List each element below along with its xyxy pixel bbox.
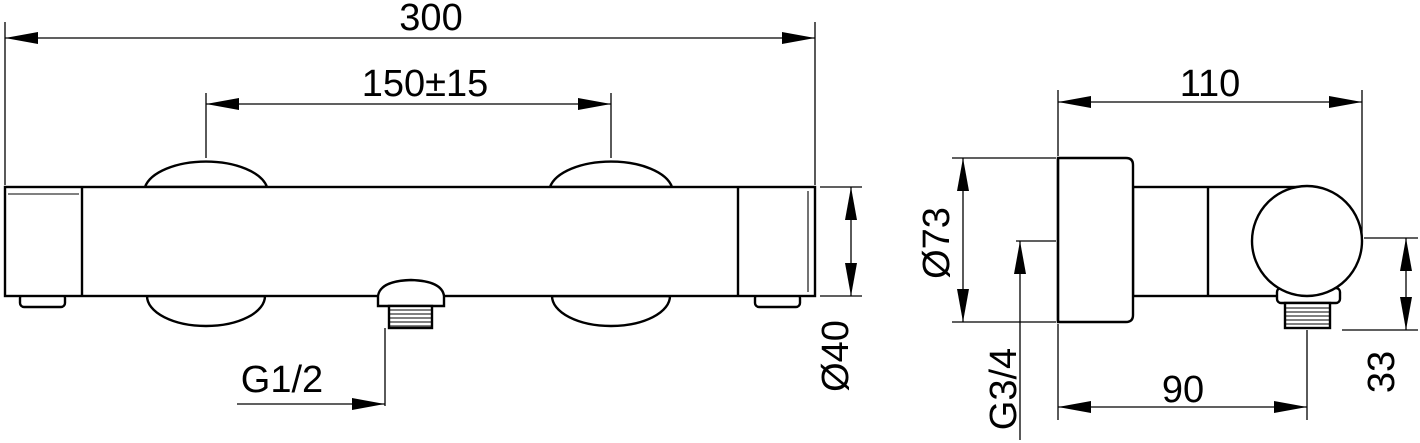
dim-outlet-height: 33 <box>1342 237 1418 393</box>
dim-overall-length: 300 <box>4 0 816 185</box>
side-wall-disc <box>1056 156 1135 324</box>
label-side-outlet-thread: G3/4 <box>983 348 1025 430</box>
dim-outlet-offset: 90 <box>1057 324 1308 420</box>
outlet-thread <box>387 304 434 330</box>
leader-outlet-thread: G1/2 <box>237 328 386 410</box>
right-escutcheon-bottom <box>550 294 672 328</box>
label-body-diameter: Ø40 <box>815 320 857 392</box>
label-outlet-offset: 90 <box>1162 369 1204 411</box>
outlet-nut <box>376 278 446 308</box>
front-view: 300 150±15 Ø40 G1/2 <box>3 0 862 410</box>
left-escutcheon-bottom <box>145 294 267 328</box>
left-escutcheon-top <box>143 160 269 189</box>
side-outlet-thread-hatch <box>1285 307 1330 325</box>
dim-inlet-spacing: 150±15 <box>205 63 612 158</box>
dim-overall-depth: 110 <box>1057 63 1363 238</box>
dim-wall-disc-diameter: Ø73 <box>916 157 1056 323</box>
right-escutcheon-top <box>548 160 674 189</box>
label-overall-length: 300 <box>399 0 462 39</box>
label-outlet-height: 33 <box>1361 351 1403 393</box>
label-overall-depth: 110 <box>1180 63 1241 105</box>
side-view: 110 Ø73 G3/4 90 <box>916 63 1418 440</box>
side-body-circle <box>1250 184 1364 298</box>
outlet-thread-hatch <box>389 309 432 327</box>
dim-body-diameter: Ø40 <box>815 186 862 392</box>
label-inlet-spacing: 150±15 <box>362 63 489 105</box>
leader-side-outlet-thread: G3/4 <box>983 240 1056 440</box>
label-wall-disc-diameter: Ø73 <box>916 207 958 279</box>
label-outlet-thread: G1/2 <box>241 359 323 401</box>
